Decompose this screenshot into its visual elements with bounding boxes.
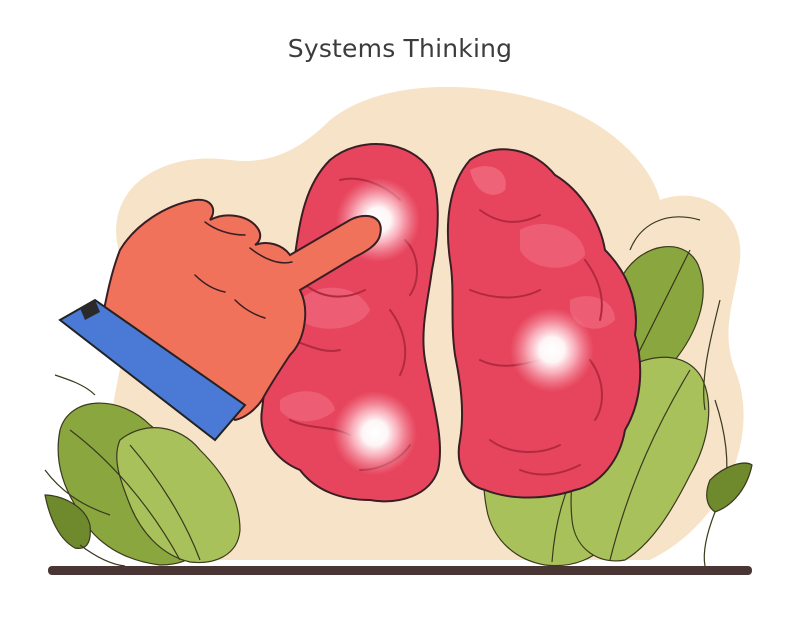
glow-spot-right (510, 308, 594, 392)
pointing-hand (58, 198, 382, 442)
left-plant (44, 374, 241, 567)
ground-line (48, 566, 752, 575)
page-title: Systems Thinking (287, 34, 513, 63)
glow-spot-left-bottom (333, 391, 417, 475)
